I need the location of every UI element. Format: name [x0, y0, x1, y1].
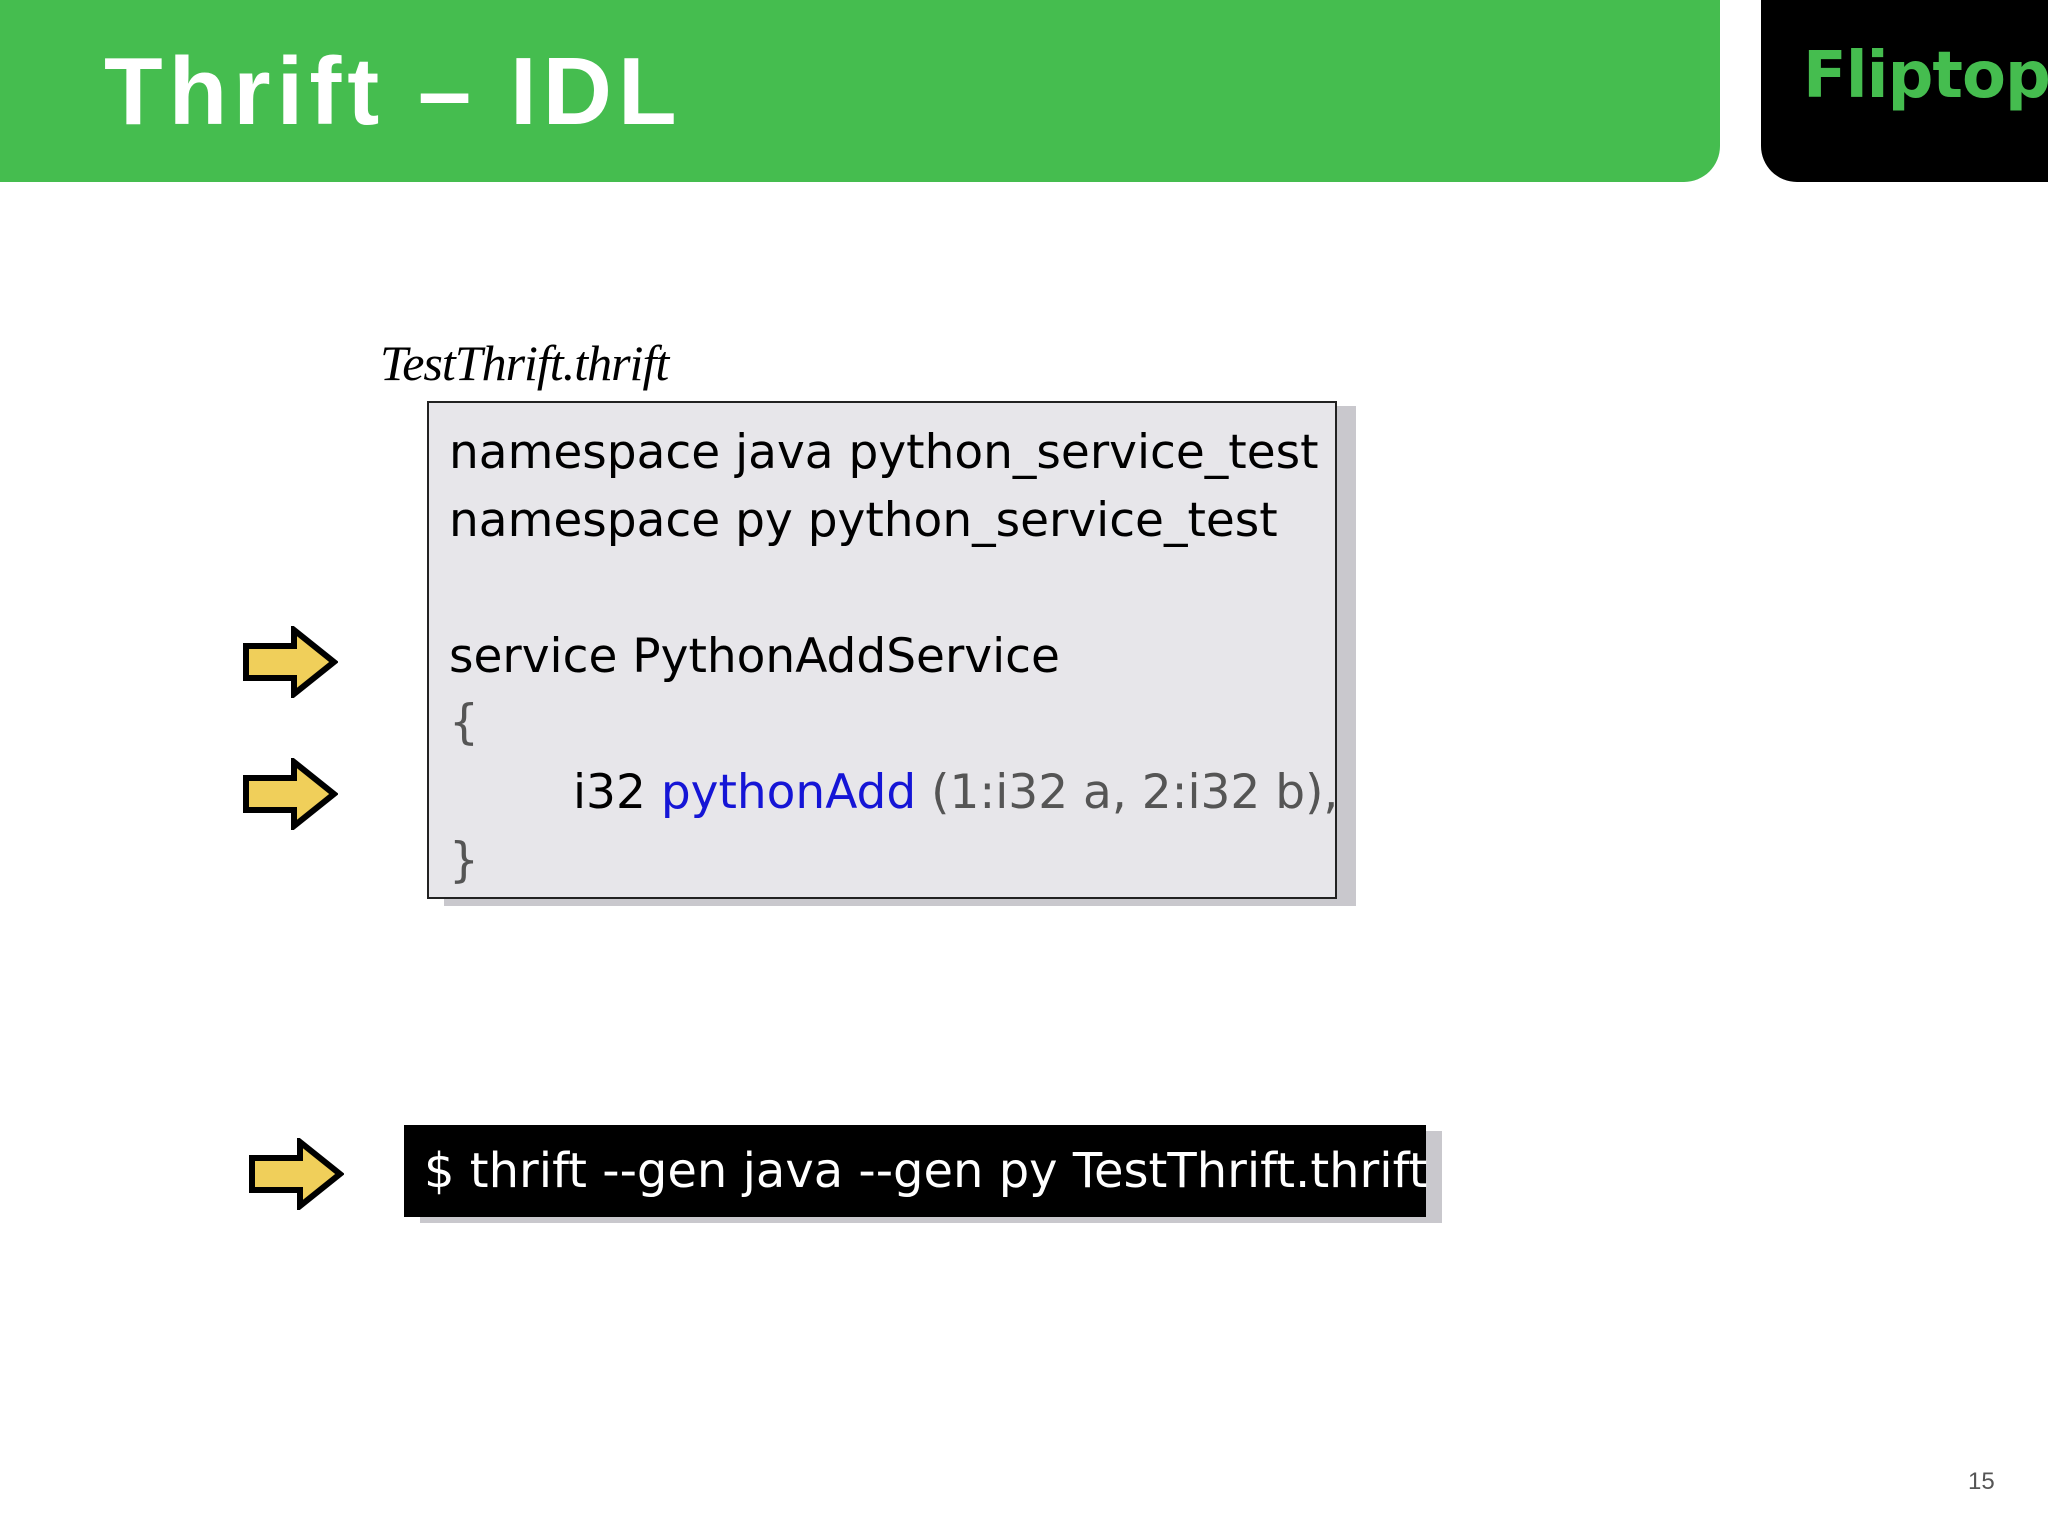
code-line-open-brace: {	[449, 695, 479, 750]
slide-title: Thrift – IDL	[104, 38, 683, 145]
method-name: pythonAdd	[660, 765, 917, 820]
right-arrow-icon	[249, 1138, 344, 1210]
method-params: (1:i32 a, 2:i32 b),	[916, 765, 1339, 820]
command-text: $ thrift --gen java --gen py TestThrift.…	[424, 1143, 1428, 1199]
logo-text: Fliptop	[1803, 39, 2048, 113]
code-line-namespace-java: namespace java python_service_test	[449, 425, 1319, 480]
right-arrow-icon	[243, 758, 338, 830]
method-return-type: i32	[573, 765, 661, 820]
code-line-close-brace: }	[449, 833, 479, 888]
code-line-namespace-py: namespace py python_service_test	[449, 493, 1278, 548]
right-arrow-icon	[243, 626, 338, 698]
title-bar: Thrift – IDL	[0, 0, 1720, 182]
code-line-method: i32 pythonAdd (1:i32 a, 2:i32 b),	[573, 769, 1338, 816]
command-box: $ thrift --gen java --gen py TestThrift.…	[404, 1125, 1428, 1217]
code-box: namespace java python_service_test names…	[427, 401, 1338, 899]
page-number: 15	[1968, 1468, 1995, 1495]
code-line-service: service PythonAddService	[449, 629, 1060, 684]
logo: Fliptop	[1761, 0, 2048, 182]
filename-caption: TestThrift.thrift	[380, 335, 669, 391]
